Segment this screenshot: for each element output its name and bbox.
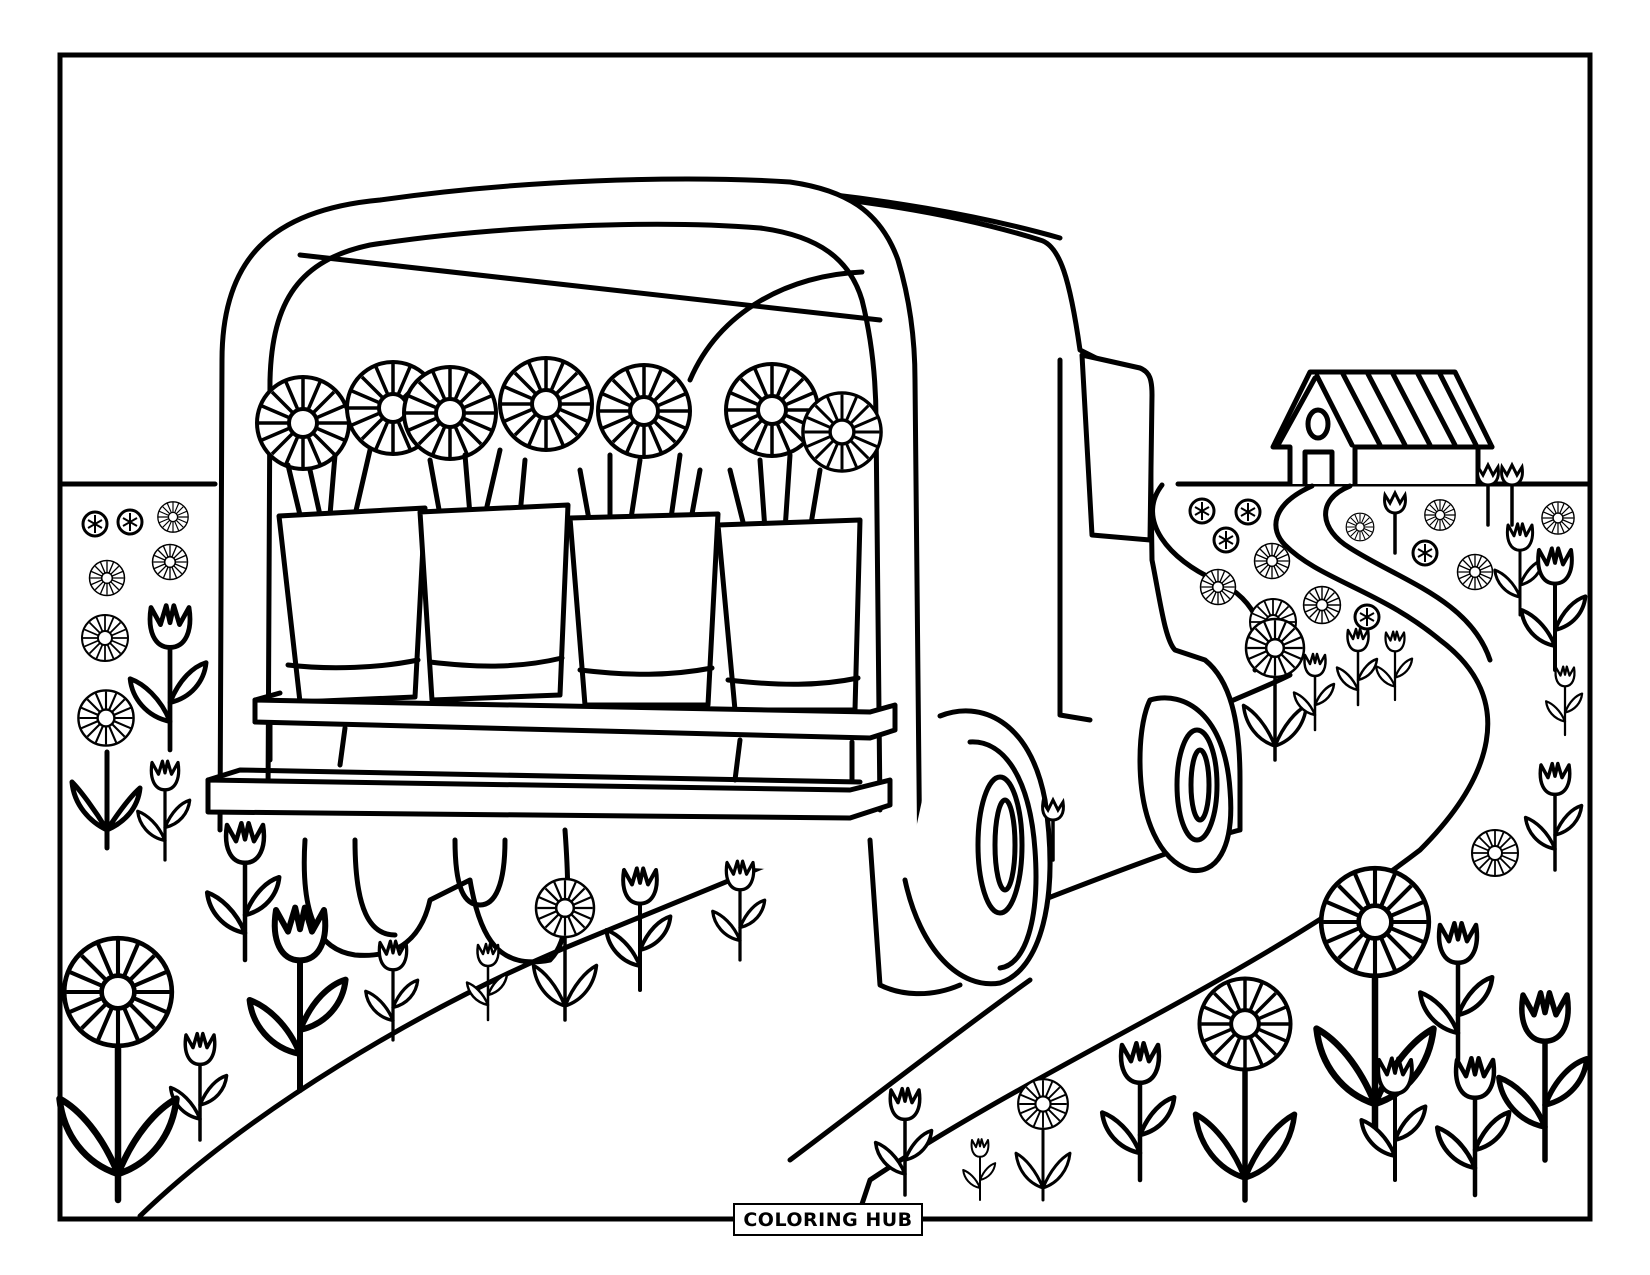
truck-leaves: [285, 447, 823, 533]
left-meadow-flowers: [60, 501, 1066, 1200]
coloring-hub-logo: COLORING HUB: [733, 1203, 923, 1236]
house-window: [1305, 407, 1331, 441]
logo-text: COLORING HUB: [743, 1208, 913, 1231]
far-wheel: [1137, 695, 1234, 874]
truck-shelves: [205, 690, 898, 821]
flower-truck: [205, 176, 1243, 997]
roof-stripes: [1314, 371, 1479, 448]
flower-pots: [276, 502, 863, 713]
house-door: [1302, 449, 1335, 487]
farmhouse: [1270, 369, 1495, 487]
front-wheel: [867, 708, 1053, 997]
